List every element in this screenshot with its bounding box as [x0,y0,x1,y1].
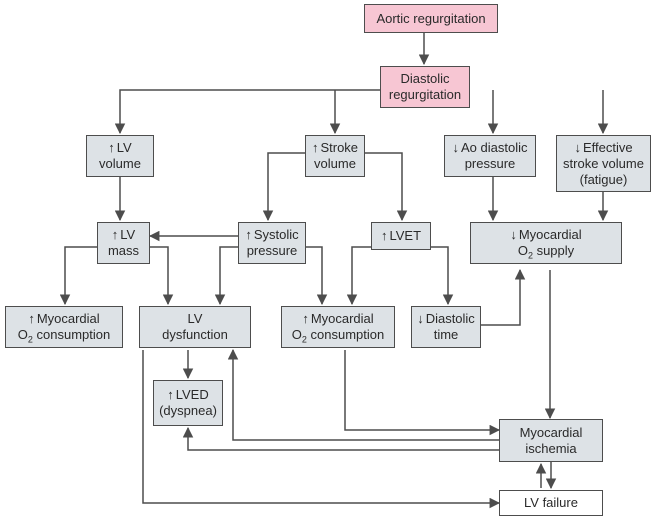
increase-arrow-icon: LVED [167,387,209,403]
increase-arrow-icon: LV [108,140,132,156]
edge-diastolic-time-to-o2-supply [481,268,526,326]
node-diastolic-time: Diastolic time [411,306,481,348]
node-lv-volume: LV volume [86,135,154,177]
node-lv-mass: LV mass [97,222,150,264]
node-myocardial-o2-supply: Myocardial O2 supply [470,222,622,264]
edge-lv-mass-to-lv-dysfunction [144,246,174,306]
edge-systolic-to-o2-consumption-mid [302,246,328,306]
increase-arrow-icon: LV [112,227,135,243]
node-aortic-regurgitation: Aortic regurgitation [364,4,498,33]
edge-ischemia-to-lved [182,426,499,451]
node-lv-failure: LV failure [499,490,603,516]
decrease-arrow-icon: Myocardial [510,227,582,243]
node-myocardial-o2-consumption-mid: Myocardial O2 consumption [281,306,395,348]
node-diastolic-regurgitation: Diastolic regurgitation [380,66,470,108]
node-lv-dysfunction: LV dysfunction [139,306,251,348]
edge-lv-dysfunction-to-lv-failure [142,350,501,509]
edge-ischemia-to-lv-dysfunction [227,348,499,441]
increase-arrow-icon: Myocardial [302,311,374,327]
decrease-arrow-icon: Diastolic [417,311,475,327]
increase-arrow-icon: Myocardial [28,311,100,327]
edge-o2-consumption-mid-to-ischemia [344,350,501,436]
edge-lvet-to-o2-consumption-mid [346,246,381,306]
decrease-arrow-icon: Ao diastolic [453,140,527,156]
node-ao-diastolic-pressure: Ao diastolic pressure [444,135,536,177]
increase-arrow-icon: Stroke [312,140,358,156]
edge-lv-mass-to-o2-consumption-left [59,246,97,306]
node-effective-stroke-volume: Effective stroke volume (fatigue) [556,135,651,192]
edge-stroke-volume-to-systolic [262,152,305,222]
edge-systolic-to-lv-dysfunction [214,246,242,306]
increase-arrow-icon: LVET [381,228,421,244]
increase-arrow-icon: Systolic [245,227,299,243]
edge-stroke-volume-to-lvet [365,152,408,222]
node-lvet: LVET [371,222,431,250]
edge-diastolic-to-lv-volume [114,89,380,135]
node-systolic-pressure: Systolic pressure [238,222,306,264]
node-stroke-volume: Stroke volume [305,135,365,177]
node-myocardial-o2-consumption-left: Myocardial O2 consumption [5,306,123,348]
node-myocardial-ischemia: Myocardial ischemia [499,419,603,462]
decrease-arrow-icon: Effective [574,140,633,156]
edge-lvet-to-diastolic-time [423,246,454,306]
node-lved: LVED (dyspnea) [153,380,223,426]
